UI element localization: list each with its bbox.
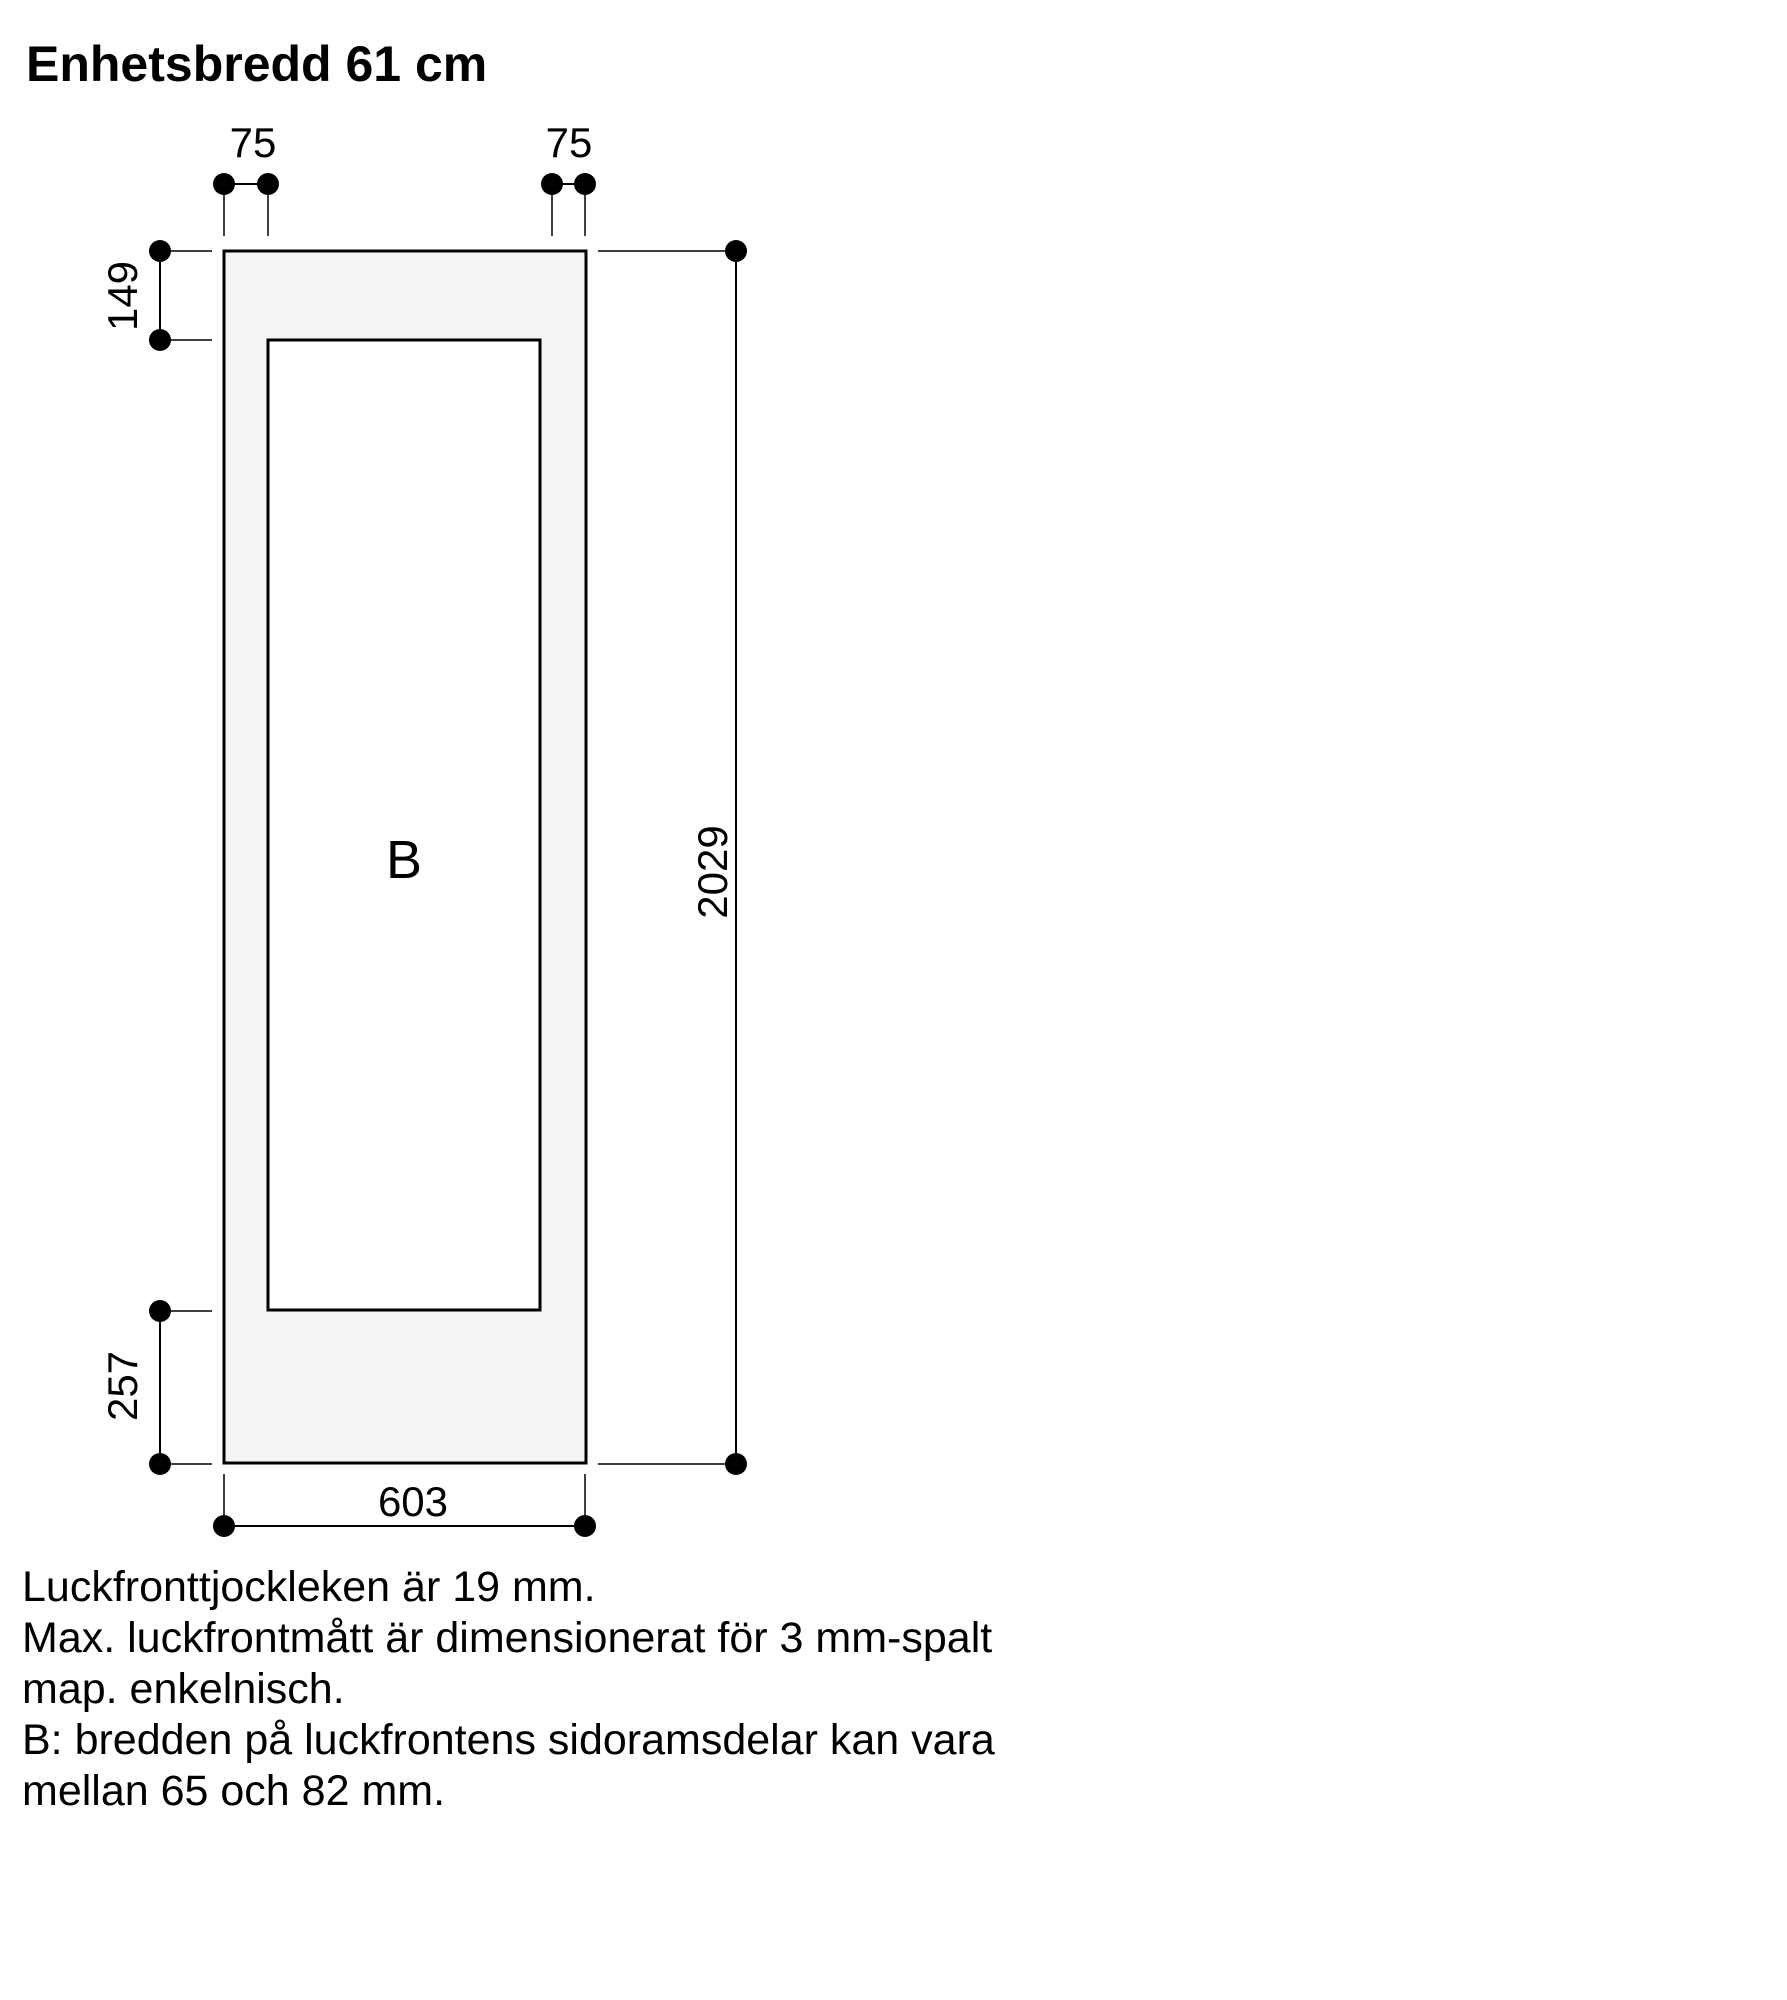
- note-line: B: bredden på luckfrontens sidoramsdelar…: [22, 1716, 995, 1764]
- dimension-label-top-left: 75: [230, 119, 277, 166]
- note-line: map. enkelnisch.: [22, 1665, 345, 1713]
- dimension-bottom-width: 603: [213, 1474, 596, 1537]
- dimension-label-left-top: 149: [99, 261, 146, 331]
- dimension-top-left: 75: [213, 119, 279, 236]
- dimension-label-left-bottom: 257: [99, 1351, 146, 1421]
- dimension-top-right: 75: [541, 119, 596, 236]
- page-title: Enhetsbredd 61 cm: [26, 36, 488, 92]
- panel-label: B: [386, 830, 422, 890]
- dimension-left-top: 149: [99, 240, 212, 351]
- note-line: mellan 65 och 82 mm.: [22, 1767, 446, 1815]
- dimension-label-top-right: 75: [546, 119, 593, 166]
- dimension-label-right-height: 2029: [689, 825, 736, 918]
- dimension-right-height: 2029: [598, 240, 747, 1475]
- door-panel-inner: [266, 338, 542, 1312]
- note-line: Luckfronttjockleken är 19 mm.: [22, 1563, 596, 1611]
- note-line: Max. luckfrontmått är dimensionerat för …: [22, 1614, 993, 1662]
- dimension-label-bottom-width: 603: [378, 1478, 448, 1525]
- notes: Luckfronttjockleken är 19 mm. Max. luckf…: [22, 1562, 1222, 1817]
- dimension-left-bottom: 257: [99, 1300, 212, 1475]
- door-front-dimension-drawing: B 75 75 149 257: [99, 119, 747, 1537]
